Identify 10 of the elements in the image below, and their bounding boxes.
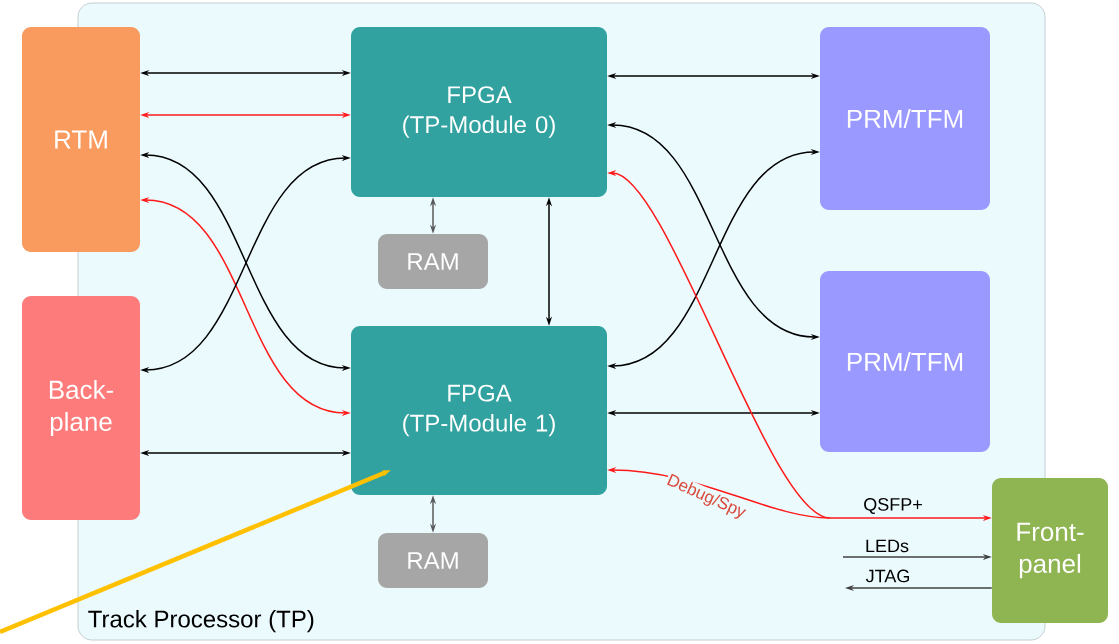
module-box: PRM/TFM — [820, 271, 990, 452]
module-box: RTM — [22, 27, 140, 252]
front-panel-box: Front-panel — [992, 478, 1108, 623]
module-box: PRM/TFM — [820, 27, 990, 210]
fpga-box: FPGA (TP-Module 0) — [351, 27, 607, 197]
memory-box: RAM — [378, 234, 488, 289]
fpga-box: FPGA (TP-Module 1) — [351, 326, 607, 495]
edge-label: QSFP+ — [862, 497, 924, 515]
memory-box: RAM — [378, 533, 488, 588]
module-box: Back-plane — [22, 296, 140, 520]
